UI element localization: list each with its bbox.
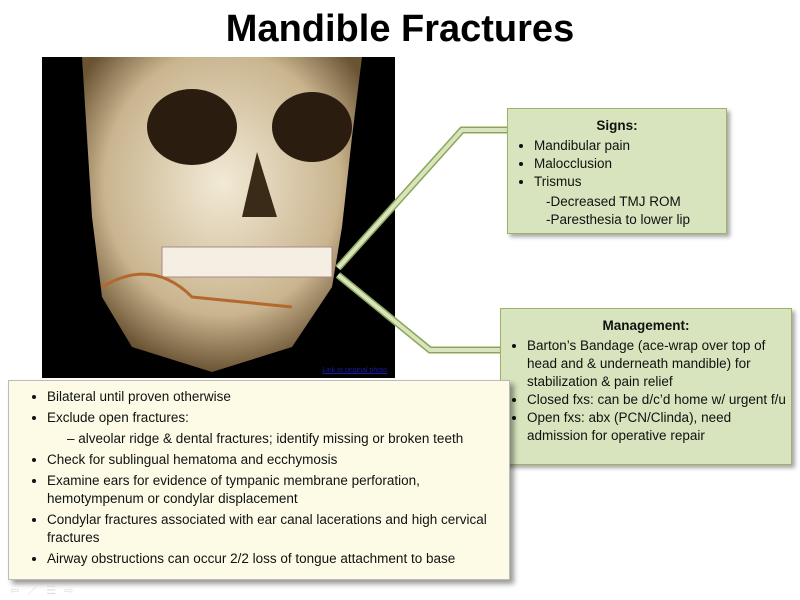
management-callout: Management: Barton’s Bandage (ace-wrap o… — [500, 308, 792, 465]
notes-box: Bilateral until proven otherwise Exclude… — [8, 380, 510, 580]
menu-icon[interactable]: ☰ — [46, 585, 65, 597]
list-subitem: -Paresthesia to lower lip — [546, 212, 691, 227]
list-item: Check for sublingual hematoma and ecchym… — [47, 451, 509, 469]
list-item: Trismus — [534, 173, 726, 191]
pen-icon[interactable]: ／ — [27, 585, 47, 597]
next-arrow-icon[interactable]: ⇨ — [64, 585, 82, 597]
signs-heading: Signs: — [596, 118, 638, 133]
list-item: Examine ears for evidence of tympanic me… — [47, 472, 509, 508]
signs-callout: Signs: Mandibular pain Malocclusion Tris… — [507, 108, 727, 234]
list-item: Condylar fractures associated with ear c… — [47, 511, 509, 547]
list-subitem: – alveolar ridge & dental fractures; ide… — [67, 431, 464, 446]
list-subitem: -Decreased TMJ ROM — [546, 194, 681, 209]
list-item: Bilateral until proven otherwise — [47, 388, 509, 406]
list-item: Barton’s Bandage (ace-wrap over top of h… — [527, 337, 791, 391]
skull-ct-image: Link to original photo — [42, 57, 395, 378]
list-item: Open fxs: abx (PCN/Clinda), need admissi… — [527, 409, 791, 445]
skull-illustration — [82, 57, 362, 372]
list-item: Mandibular pain — [534, 137, 726, 155]
photo-link[interactable]: Link to original photo — [322, 367, 387, 374]
slide-nav-controls: ⇦／☰⇨ — [10, 582, 81, 598]
management-heading: Management: — [602, 318, 690, 333]
slide-title: Mandible Fractures — [225, 8, 575, 50]
prev-arrow-icon[interactable]: ⇦ — [10, 585, 28, 597]
list-item: Closed fxs: can be d/c’d home w/ urgent … — [527, 391, 791, 409]
list-item: Exclude open fractures: — [47, 409, 509, 427]
list-item: Airway obstructions can occur 2/2 loss o… — [47, 550, 509, 568]
list-item: Malocclusion — [534, 155, 726, 173]
